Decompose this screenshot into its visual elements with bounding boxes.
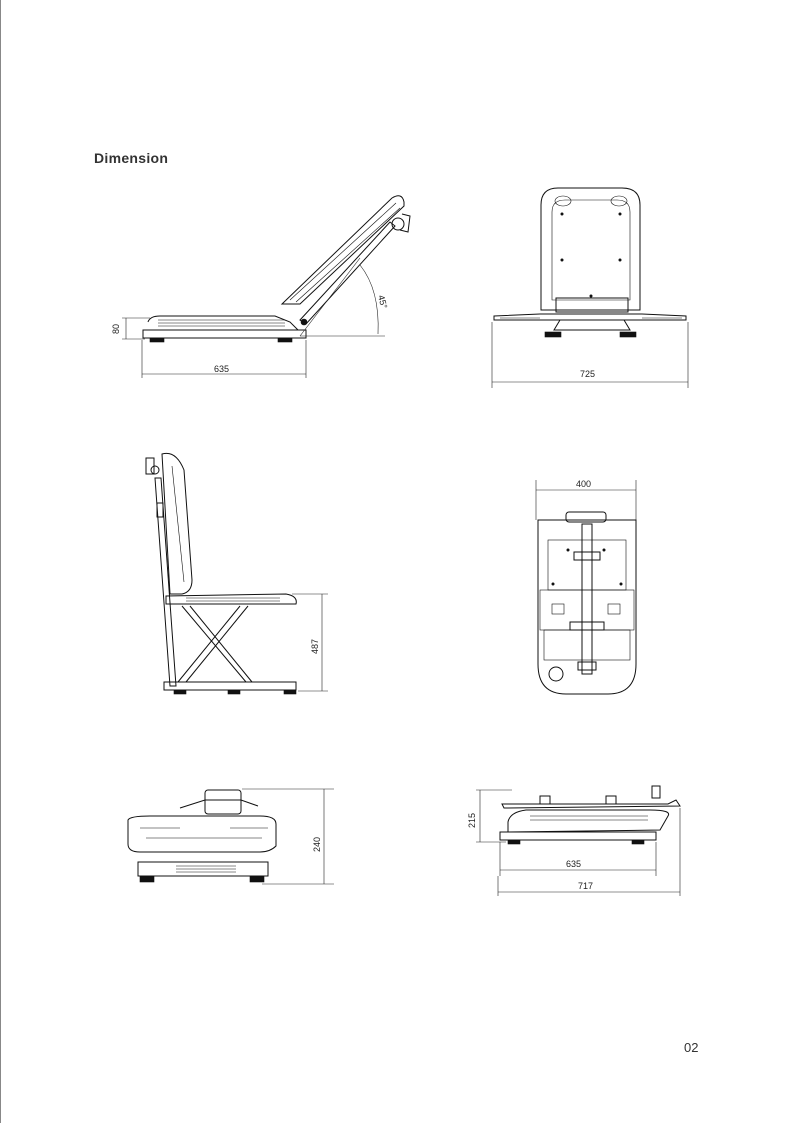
dim-overall-length-717: 717 — [578, 881, 593, 891]
reclined-side-view: 45° 80 635 — [111, 195, 411, 378]
dim-width-725: 725 — [580, 369, 595, 379]
dim-height-215: 215 — [467, 813, 477, 828]
reclined-rear-view: 725 — [491, 187, 689, 388]
dim-height-80: 80 — [111, 324, 121, 334]
page-number: 02 — [684, 1040, 699, 1055]
folded-front-view: 240 — [127, 788, 334, 885]
dim-width-400: 400 — [576, 479, 591, 489]
angle-label: 45° — [376, 294, 389, 310]
section-title: Dimension — [94, 150, 169, 166]
dim-base-length-635: 635 — [566, 859, 581, 869]
raised-side-view: 487 — [145, 452, 328, 695]
page-edge-line — [0, 0, 1, 1123]
dim-length-635: 635 — [214, 364, 229, 374]
top-view: 400 — [535, 479, 637, 695]
folded-side-view: 215 635 717 — [467, 785, 681, 896]
dim-height-240: 240 — [312, 837, 322, 852]
dim-seat-height-487: 487 — [310, 639, 320, 654]
